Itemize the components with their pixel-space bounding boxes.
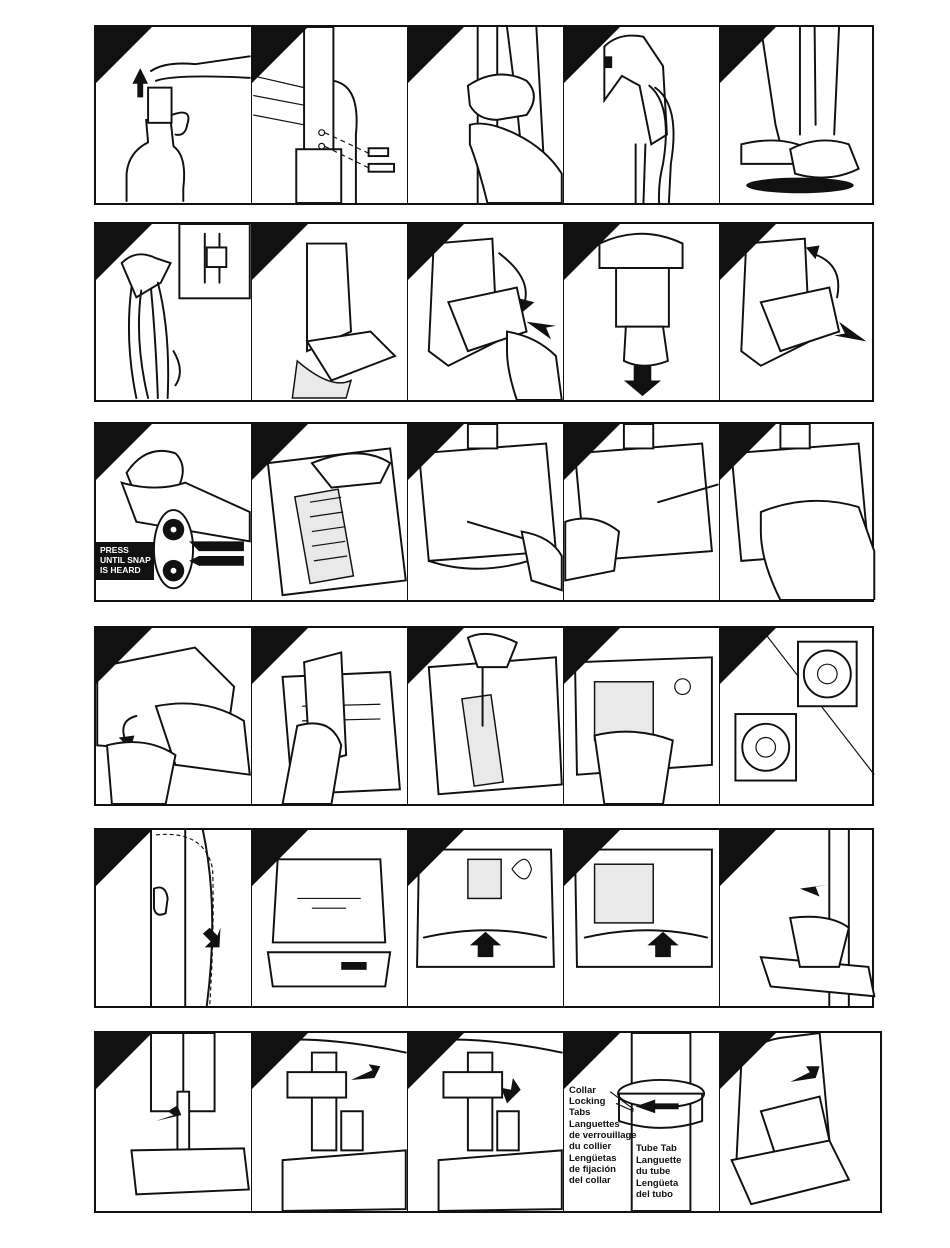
- step-corner-marker: [252, 424, 308, 480]
- step-corner-marker: [564, 1033, 620, 1089]
- instruction-row-6: Collar Locking Tabs Languettes de verrou…: [94, 1031, 882, 1213]
- tube-tab-label-es: Lengüeta del tubo: [636, 1178, 678, 1200]
- step-panel-1-2: [252, 27, 408, 203]
- step-corner-marker: [96, 1033, 152, 1089]
- step-panel-3-5: [720, 424, 876, 600]
- step-panel-2-5: [720, 224, 876, 400]
- step-panel-4-2: [252, 628, 408, 804]
- step-panel-1-1: [96, 27, 252, 203]
- step-corner-marker: [564, 27, 620, 83]
- step-panel-2-2: [252, 224, 408, 400]
- step-panel-3-1: PRESS UNTIL SNAP IS HEARD: [96, 424, 252, 600]
- step-corner-marker: [252, 27, 308, 83]
- instruction-row-5: [94, 828, 874, 1008]
- step-corner-marker: [252, 1033, 308, 1089]
- step-panel-3-3: [408, 424, 564, 600]
- step-panel-6-1: [96, 1033, 252, 1211]
- instruction-row-3: PRESS UNTIL SNAP IS HEARD: [94, 422, 874, 602]
- step-corner-marker: [720, 224, 776, 280]
- step-panel-6-4: Collar Locking Tabs Languettes de verrou…: [564, 1033, 720, 1211]
- step-corner-marker: [96, 27, 152, 83]
- step-panel-2-3: [408, 224, 564, 400]
- step-corner-marker: [252, 224, 308, 280]
- step-panel-2-4: [564, 224, 720, 400]
- step-panel-4-1: [96, 628, 252, 804]
- step-panel-5-5: [720, 830, 876, 1006]
- step-corner-marker: [408, 224, 464, 280]
- step-corner-marker: [408, 1033, 464, 1089]
- step-corner-marker: [96, 628, 152, 684]
- step-corner-marker: [252, 628, 308, 684]
- step-corner-marker: [720, 424, 776, 480]
- step-panel-1-4: [564, 27, 720, 203]
- step-panel-1-3: [408, 27, 564, 203]
- step-panel-5-3: [408, 830, 564, 1006]
- step-panel-3-4: [564, 424, 720, 600]
- press-until-snap-label: PRESS UNTIL SNAP IS HEARD: [96, 542, 154, 580]
- step-corner-marker: [408, 27, 464, 83]
- step-panel-1-5: [720, 27, 876, 203]
- step-panel-6-5: [720, 1033, 884, 1211]
- step-panel-6-2: [252, 1033, 408, 1211]
- step-corner-marker: [252, 830, 308, 886]
- instruction-row-4: [94, 626, 874, 806]
- collar-locking-tabs-label: Collar Locking Tabs: [569, 1085, 605, 1118]
- step-corner-marker: [408, 424, 464, 480]
- instruction-row-1: [94, 25, 874, 205]
- step-panel-5-2: [252, 830, 408, 1006]
- step-corner-marker: [96, 424, 152, 480]
- step-corner-marker: [96, 224, 152, 280]
- step-corner-marker: [564, 628, 620, 684]
- step-panel-5-4: [564, 830, 720, 1006]
- step-corner-marker: [564, 224, 620, 280]
- step-panel-4-3: [408, 628, 564, 804]
- step-corner-marker: [720, 27, 776, 83]
- step-corner-marker: [408, 628, 464, 684]
- step-corner-marker: [720, 1033, 776, 1089]
- step-corner-marker: [720, 830, 776, 886]
- tube-tab-label: Tube Tab: [636, 1143, 677, 1154]
- step-panel-4-5: [720, 628, 876, 804]
- collar-locking-tabs-label-fr: Languettes de verrouillage du collier: [569, 1119, 637, 1152]
- step-corner-marker: [408, 830, 464, 886]
- step-corner-marker: [720, 628, 776, 684]
- tube-tab-label-fr: Languette du tube: [636, 1155, 681, 1177]
- step-corner-marker: [564, 424, 620, 480]
- step-corner-marker: [564, 830, 620, 886]
- step-panel-4-4: [564, 628, 720, 804]
- step-panel-2-1: [96, 224, 252, 400]
- step-panel-5-1: [96, 830, 252, 1006]
- collar-locking-tabs-label-es: Lengüetas de fijación del collar: [569, 1153, 617, 1186]
- step-panel-3-2: [252, 424, 408, 600]
- step-corner-marker: [96, 830, 152, 886]
- step-panel-6-3: [408, 1033, 564, 1211]
- instruction-row-2: [94, 222, 874, 402]
